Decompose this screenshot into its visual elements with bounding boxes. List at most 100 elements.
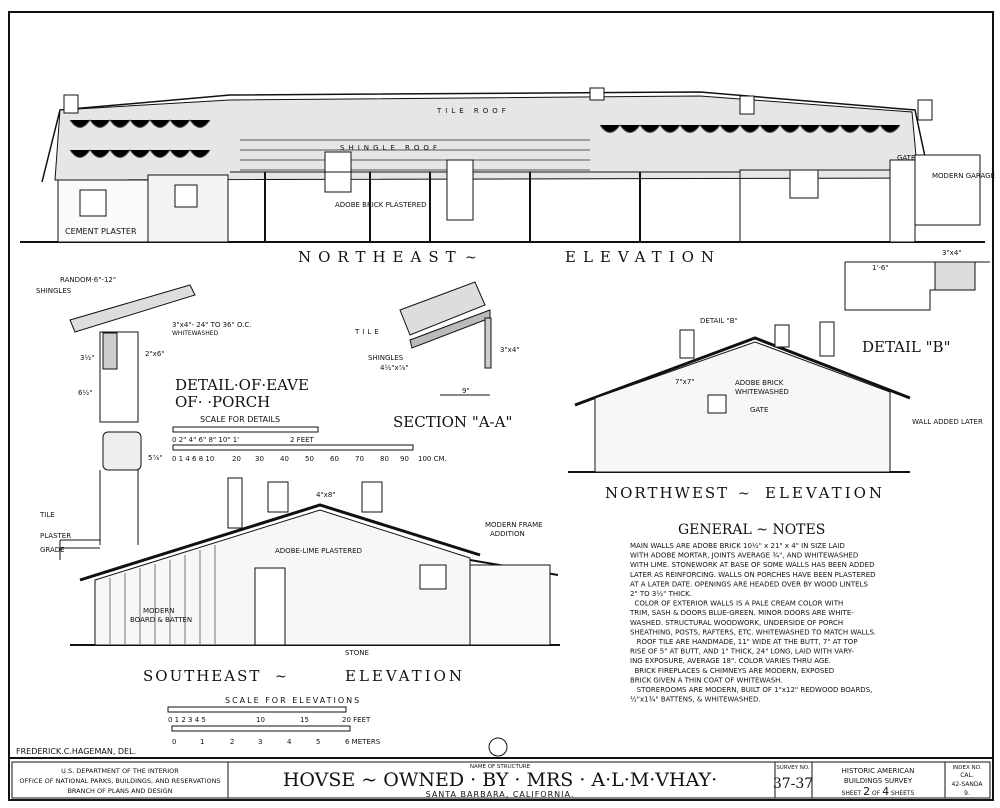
label-plate: 2"x6" xyxy=(145,350,165,358)
northwest-elevation: DETAIL "B" 7"x7" ADOBE BRICK WHITEWASHED… xyxy=(568,317,983,502)
index-caption: INDEX NO. xyxy=(953,765,982,771)
label-shingles: SHINGLES xyxy=(368,354,404,362)
label-modern: MODERN xyxy=(143,607,174,615)
section-aa: TILE SHINGLES 4½"x⅞" 3"x4" 9" SECTION "A… xyxy=(354,281,520,431)
location: SANTA BARBARA, CALIFORNIA. xyxy=(426,790,575,799)
structure-name: HOVSE ~ OWNED · BY · MRS · A·L·M·VHAY· xyxy=(283,769,717,791)
eave-detail-title-1: DETAIL·OF·EAVE xyxy=(175,376,309,394)
label-wall-added: WALL ADDED LATER xyxy=(912,418,983,426)
northeast-title-left: NORTHEAST xyxy=(298,248,463,266)
general-notes: GENERAL ~ NOTES MAIN WALLS ARE ADOBE BRI… xyxy=(629,522,876,704)
northwest-title-right: ELEVATION xyxy=(765,484,885,502)
label-tile-roof: TILE ROOF xyxy=(436,107,510,115)
general-notes-line: SHEATHING, POSTS, RAFTERS, ETC. WHITEWAS… xyxy=(630,628,876,636)
sheet-number: SHEET 2 OF 4 SHEETS xyxy=(842,785,915,798)
general-notes-line: COLOR OF EXTERIOR WALLS IS A PALE CREAM … xyxy=(630,600,843,608)
label-adobe-brick: ADOBE BRICK PLASTERED xyxy=(335,201,426,209)
dim-5-7-8: 5⅞" xyxy=(148,454,162,462)
eave-detail: RANDOM·6"-12" SHINGLES 3"x4"- 24" TO 36"… xyxy=(36,276,447,560)
dim-3-5: 3½" xyxy=(80,354,94,362)
general-notes-line: MAIN WALLS ARE ADOBE BRICK 10½" x 21" x … xyxy=(630,542,845,550)
sheet-border xyxy=(8,11,994,801)
general-notes-title: GENERAL ~ NOTES xyxy=(678,522,825,538)
general-notes-line: ING EXPOSURE, AVERAGE 18". COLOR VARIES … xyxy=(630,657,831,665)
svg-text:~: ~ xyxy=(738,486,750,502)
label-random: RANDOM·6"-12" xyxy=(60,276,116,284)
general-notes-line: TRIM, SASH & DOORS BLUE-GREEN. MINOR DOO… xyxy=(629,609,854,617)
index-line-1: CAL. xyxy=(960,772,974,779)
label-modern-garage: MODERN GARAGE xyxy=(932,172,995,180)
label-dim: 3"x4" xyxy=(500,346,520,354)
label-board: 4½"x⅞" xyxy=(380,364,409,372)
southeast-title-left: SOUTHEAST xyxy=(143,667,261,685)
label-addition: ADDITION xyxy=(490,530,525,538)
index-line-2: 42-SANDA xyxy=(952,781,984,788)
northeast-elevation: CEMENT PLASTER TILE ROOF SHINGLE ROOF AD… xyxy=(20,87,995,266)
general-notes-line: AT A LATER DATE. OPENINGS ARE HEADED OVE… xyxy=(630,580,868,588)
index-line-3: 9. xyxy=(964,790,970,797)
label-tile: TILE xyxy=(354,328,382,336)
northeast-title-right: ELEVATION xyxy=(565,248,721,266)
general-notes-line: WASHED. STRUCTURAL WOODWORK, UNDERSIDE O… xyxy=(630,619,843,627)
section-aa-title: SECTION "A-A" xyxy=(393,413,512,431)
name-caption: NAME OF STRUCTURE xyxy=(470,764,531,770)
eave-detail-title-2: OF· ·PORCH xyxy=(175,393,270,411)
label-whitewashed: WHITEWASHED xyxy=(735,388,789,396)
label-shingles: SHINGLES xyxy=(36,287,72,295)
general-notes-line: RISE OF 5" AT BUTT, AND 1" THICK, 24" LO… xyxy=(630,648,854,656)
general-notes-line: WITH LIME. STONEWORK AT BASE OF SOME WAL… xyxy=(630,561,874,569)
label-rafter: 3"x4"- 24" TO 36" O.C. xyxy=(172,321,252,329)
general-notes-line: ROOF TILE ARE HANDMADE, 11" WIDE AT THE … xyxy=(630,638,858,646)
general-notes-line: 2" TO 3½" THICK. xyxy=(630,590,692,598)
label-modern-frame: MODERN FRAME xyxy=(485,521,543,529)
label-post: 7"x7" xyxy=(675,378,695,386)
dim-6-5: 6½" xyxy=(78,389,92,397)
detail-b-title: DETAIL "B" xyxy=(862,338,950,356)
label-stone: STONE xyxy=(345,649,369,657)
label-adobe-lime: ADOBE-LIME PLASTERED xyxy=(275,547,362,555)
survey-name-1: HISTORIC AMERICAN xyxy=(842,767,915,775)
label-gate: GATE xyxy=(897,154,915,162)
general-notes-line: ½"x1¾" BATTENS, & WHITEWASHED. xyxy=(630,696,761,704)
agency-line-2: OFFICE OF NATIONAL PARKS, BUILDINGS, AND… xyxy=(19,777,220,785)
elevation-scale-title: SCALE FOR ELEVATIONS xyxy=(225,696,361,705)
title-block: U.S. DEPARTMENT OF THE INTERIOR OFFICE O… xyxy=(11,761,991,799)
southeast-elevation: ADOBE-LIME PLASTERED MODERN FRAME ADDITI… xyxy=(70,477,560,685)
label-offset: 1'-6" xyxy=(872,264,889,272)
detail-b: 3"x4" 1'-6" DETAIL "B" xyxy=(844,249,990,356)
svg-text:~: ~ xyxy=(275,669,287,685)
general-notes-line: WITH ADOBE MORTAR, JOINTS AVERAGE ¾", AN… xyxy=(630,552,858,560)
label-shingle-roof: SHINGLE ROOF xyxy=(340,144,441,152)
agency-line-1: U.S. DEPARTMENT OF THE INTERIOR xyxy=(61,767,179,775)
label-gate: GATE xyxy=(750,406,768,414)
label-board-batten: BOARD & BATTEN xyxy=(130,616,192,624)
label-adobe: ADOBE BRICK xyxy=(735,379,784,387)
delineator-credit: FREDERICK.C.HAGEMAN, DEL. xyxy=(16,747,136,756)
label-whitewashed: WHITEWASHED xyxy=(172,330,218,337)
seal-icon xyxy=(488,737,508,757)
general-notes-line: STOREROOMS ARE MODERN, BUILT OF 1"x12" R… xyxy=(630,686,872,694)
details-scale-feet: 0 2" 4" 6" 8" 10" 1'2 FEET xyxy=(172,436,315,444)
general-notes-line: BRICK GIVEN A THIN COAT OF WHITEWASH. xyxy=(630,676,783,684)
label-size: 3"x4" xyxy=(942,249,962,257)
general-notes-line: BRICK FIREPLACES & CHIMNEYS ARE MODERN, … xyxy=(630,667,834,675)
label-plaster: PLASTER xyxy=(40,532,71,540)
survey-number: 37-37 xyxy=(773,776,813,792)
label-tile: TILE xyxy=(39,511,55,519)
southeast-title-right: ELEVATION xyxy=(345,667,465,685)
survey-name-2: BUILDINGS SURVEY xyxy=(844,777,913,785)
agency-line-3: BRANCH OF PLANS AND DESIGN xyxy=(67,787,172,795)
northwest-title-left: NORTHWEST xyxy=(605,484,729,502)
label-cement-plaster: CEMENT PLASTER xyxy=(65,227,137,236)
svg-text:~: ~ xyxy=(465,250,477,266)
label-detail-b: DETAIL "B" xyxy=(700,317,738,325)
label-grade: GRADE xyxy=(40,546,65,554)
label-width: 9" xyxy=(462,387,470,395)
label-beam: 4"x8" xyxy=(316,491,336,499)
survey-caption: SURVEY NO. xyxy=(776,765,810,771)
